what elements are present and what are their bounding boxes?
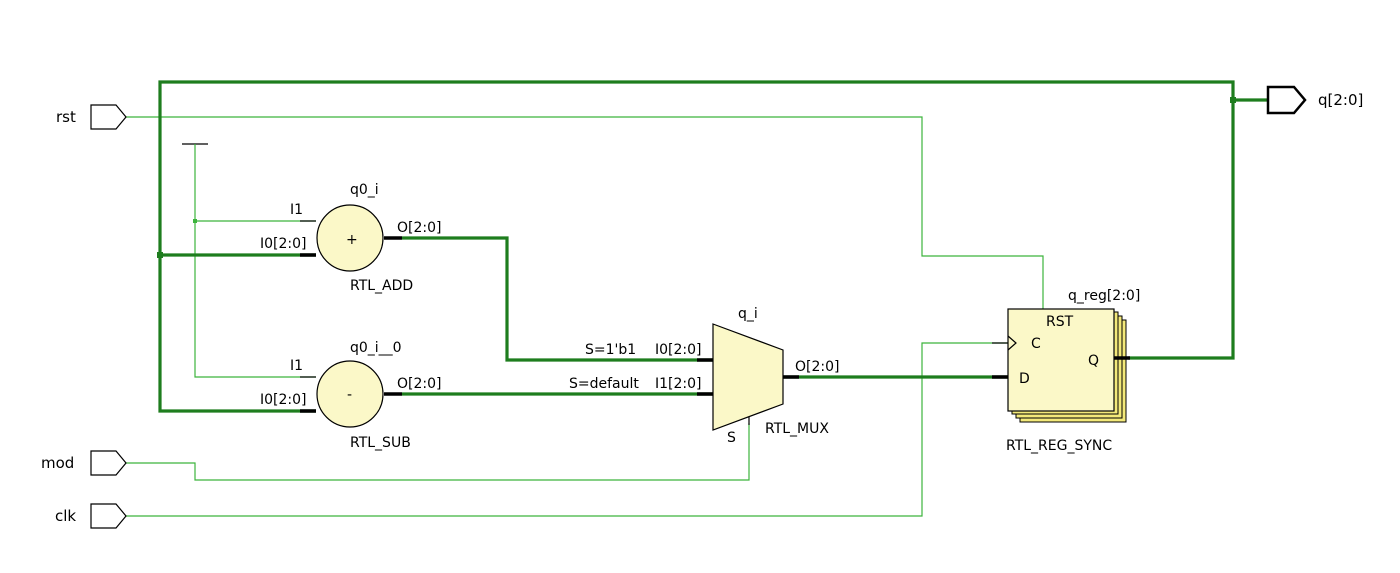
subtractor-symbol: -	[347, 387, 352, 403]
adder-type: RTL_ADD	[350, 278, 413, 294]
input-port-rst[interactable]: rst	[56, 104, 127, 130]
mux-pin-o: O[2:0]	[795, 359, 839, 375]
output-port-q-label: q[2:0]	[1318, 91, 1363, 109]
adder-pin-i0: I0[2:0]	[260, 236, 307, 252]
input-port-mod-label: mod	[41, 454, 74, 472]
register-type: RTL_REG_SYNC	[1006, 438, 1112, 454]
net-add-out[interactable]	[402, 236, 713, 362]
mux-pin-i1: I1[2:0]	[655, 376, 702, 392]
adder-cell[interactable]: q0_i + I1 I0[2:0] O[2:0] RTL_ADD	[260, 182, 441, 294]
adder-instance-name: q0_i	[350, 182, 379, 198]
net-q-feedback[interactable]	[157, 80, 1268, 413]
output-port-q[interactable]: q[2:0]	[1266, 85, 1363, 115]
adder-pin-o: O[2:0]	[397, 220, 441, 236]
adder-pin-i1: I1	[290, 202, 303, 218]
subtractor-cell[interactable]: q0_i__0 - I1 I0[2:0] O[2:0] RTL_SUB	[260, 340, 441, 451]
register-cell[interactable]: q_reg[2:0] RST C D Q RTL_REG_SYNC	[992, 288, 1140, 454]
net-rst[interactable]	[126, 116, 1044, 309]
net-const-one[interactable]	[182, 143, 316, 378]
mux-cell[interactable]: q_i S=1'b1 I0[2:0] S=default I1[2:0] O[2…	[569, 306, 839, 446]
subtractor-pin-i1: I1	[290, 358, 303, 374]
mux-pin-i0: I0[2:0]	[655, 342, 702, 358]
mux-sel-i1: S=default	[569, 376, 639, 392]
register-pin-c: C	[1031, 336, 1041, 352]
mux-sel-i0: S=1'b1	[585, 342, 636, 358]
register-instance-name: q_reg[2:0]	[1068, 288, 1140, 304]
net-clk[interactable]	[126, 342, 1008, 517]
register-pin-d: D	[1019, 371, 1030, 387]
mux-instance-name: q_i	[738, 306, 758, 322]
input-port-mod[interactable]: mod	[41, 450, 127, 476]
input-port-clk-label: clk	[55, 507, 76, 525]
input-port-rst-label: rst	[56, 108, 76, 126]
subtractor-pin-i0: I0[2:0]	[260, 392, 307, 408]
mux-pin-s: S	[727, 430, 736, 446]
subtractor-pin-o: O[2:0]	[397, 376, 441, 392]
register-pin-q: Q	[1088, 353, 1099, 369]
net-mod[interactable]	[126, 423, 750, 481]
register-pin-rst: RST	[1046, 314, 1074, 330]
adder-symbol: +	[346, 232, 358, 248]
mux-type: RTL_MUX	[765, 421, 829, 437]
input-port-clk[interactable]: clk	[55, 503, 127, 529]
subtractor-type: RTL_SUB	[350, 435, 411, 451]
subtractor-instance-name: q0_i__0	[350, 340, 402, 356]
